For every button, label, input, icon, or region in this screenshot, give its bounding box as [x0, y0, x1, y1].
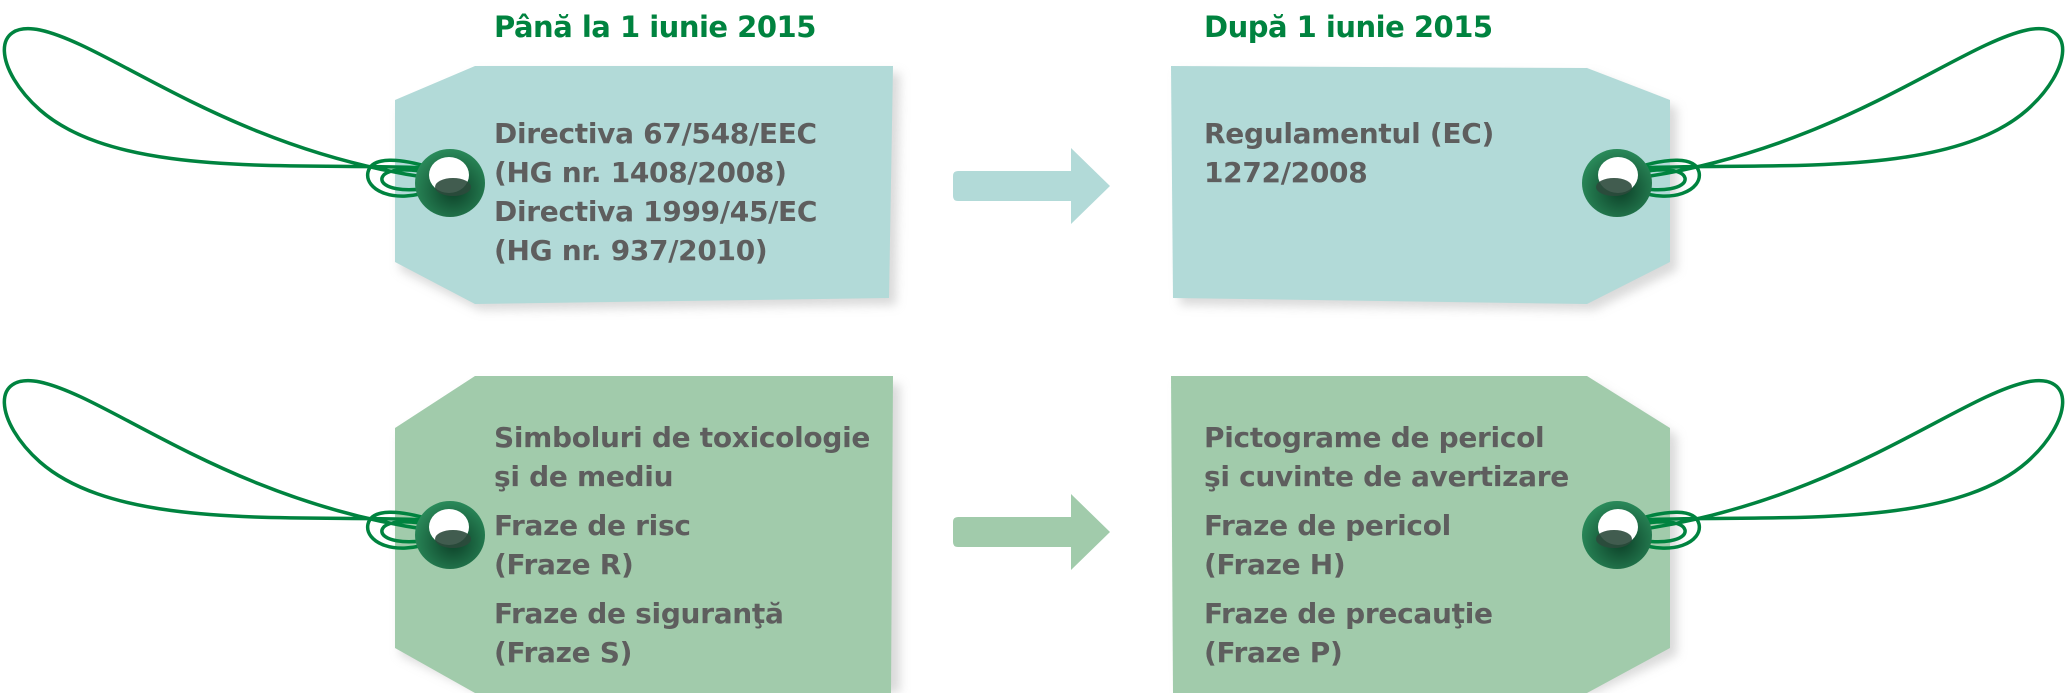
arrow-right-icon — [953, 148, 1110, 224]
arrow-right-icon — [953, 494, 1110, 570]
tag-before-legislation — [395, 66, 900, 310]
tag-line: Directiva 67/548/EEC — [494, 117, 817, 150]
tag-after-labelling — [1171, 376, 1677, 693]
tag-line: Fraze de siguranţă — [494, 597, 784, 630]
tag-before-labelling — [395, 376, 900, 693]
tag-line: Fraze de precauţie — [1204, 597, 1493, 630]
tag-body — [395, 376, 893, 693]
tag-line: (HG nr. 1408/2008) — [494, 156, 787, 189]
tag-line: Directiva 1999/45/EC — [494, 195, 818, 228]
tag-line: Fraze de risc — [494, 509, 691, 542]
tag-body — [395, 66, 893, 304]
tag-line: 1272/2008 — [1204, 156, 1368, 189]
tag-after-legislation — [1171, 66, 1677, 310]
eyelet-icon — [1582, 501, 1652, 569]
tag-before-labelling-text: Simboluri de toxicologie şi de mediu Fra… — [494, 418, 870, 672]
string-loop-icon — [1630, 378, 2065, 550]
string-loop-icon — [2, 26, 437, 198]
eyelet-icon — [415, 149, 485, 217]
tag-line: Simboluri de toxicologie — [494, 421, 871, 454]
tag-line: (Fraze H) — [1204, 548, 1346, 581]
tag-line: şi de mediu — [494, 460, 674, 493]
tag-line: Regulamentul (EC) — [1204, 117, 1494, 150]
tag-line: (Fraze R) — [494, 548, 634, 581]
string-loop-icon — [1630, 26, 2065, 198]
heading-before: Până la 1 iunie 2015 — [494, 10, 816, 44]
heading-after: După 1 iunie 2015 — [1204, 10, 1493, 44]
tag-body — [1171, 66, 1670, 304]
string-loop-icon — [2, 378, 437, 550]
tag-line: şi cuvinte de avertizare — [1204, 460, 1569, 493]
tag-line: (HG nr. 937/2010) — [494, 234, 768, 267]
tag-line: Fraze de pericol — [1204, 509, 1451, 542]
tag-before-legislation-text: Directiva 67/548/EEC (HG nr. 1408/2008) … — [494, 114, 817, 270]
tag-line: Pictograme de pericol — [1204, 421, 1545, 454]
eyelet-icon — [1582, 149, 1652, 217]
tag-line: (Fraze P) — [1204, 636, 1343, 669]
tag-line: (Fraze S) — [494, 636, 633, 669]
tag-body — [1171, 376, 1670, 693]
tag-after-legislation-text: Regulamentul (EC) 1272/2008 — [1204, 114, 1494, 192]
eyelet-icon — [415, 501, 485, 569]
tag-after-labelling-text: Pictograme de pericol şi cuvinte de aver… — [1204, 418, 1569, 672]
